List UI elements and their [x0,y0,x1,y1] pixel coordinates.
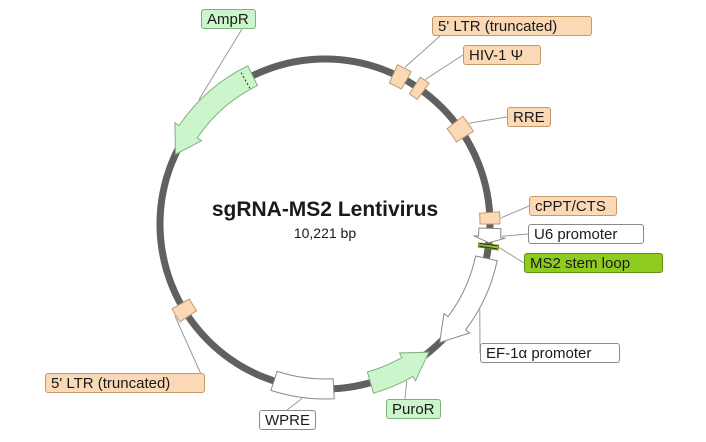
feature-puror[interactable] [366,351,430,394]
feature-ltr5-bottom[interactable] [171,298,198,323]
feature-label-rre[interactable]: RRE [507,107,551,127]
feature-hiv1-psi[interactable] [408,76,430,101]
leader-ltr5-top [404,35,441,68]
leader-ms2-stem-loop [499,247,525,264]
label-leader-lines [174,28,530,411]
plasmid-length: 10,221 bp [294,225,356,241]
leader-rre [469,116,508,124]
feature-label-ms2-stem-loop[interactable]: MS2 stem loop [524,253,663,273]
feature-ampr[interactable] [174,65,259,156]
feature-label-cppt-cts[interactable]: cPPT/CTS [529,196,617,216]
leader-ampr [198,28,243,101]
feature-label-puror[interactable]: PuroR [386,399,441,419]
feature-label-hiv1-psi[interactable]: HIV-1 Ψ [463,45,541,65]
plasmid-name: sgRNA-MS2 Lentivirus [212,198,438,221]
feature-ltr5-top[interactable] [388,64,412,90]
leader-cppt-cts [500,205,530,219]
ms2-site-mark [479,245,498,250]
leader-wpre [286,398,303,411]
feature-label-ltr5-bottom[interactable]: 5' LTR (truncated) [45,373,205,393]
feature-label-wpre[interactable]: WPRE [259,410,316,430]
ms2-site-mark [479,243,498,247]
feature-u6-promoter[interactable] [473,227,506,244]
feature-layer [171,64,506,400]
leader-puror [404,380,408,400]
feature-wpre[interactable] [270,370,335,400]
feature-label-ef1a-promoter[interactable]: EF-1α promoter [480,343,620,363]
leader-u6-promoter [501,233,529,237]
ampr-origin-mark [239,70,251,89]
leader-hiv1-psi [425,54,464,80]
feature-rre[interactable] [446,115,475,143]
leader-ltr5-bottom [174,315,206,384]
feature-label-u6-promoter[interactable]: U6 promoter [528,224,644,244]
feature-ef1a-promoter[interactable] [438,255,498,344]
feature-label-ltr5-top[interactable]: 5' LTR (truncated) [432,16,592,36]
feature-cppt-cts[interactable] [479,211,501,225]
feature-label-ampr[interactable]: AmpR [201,9,256,29]
